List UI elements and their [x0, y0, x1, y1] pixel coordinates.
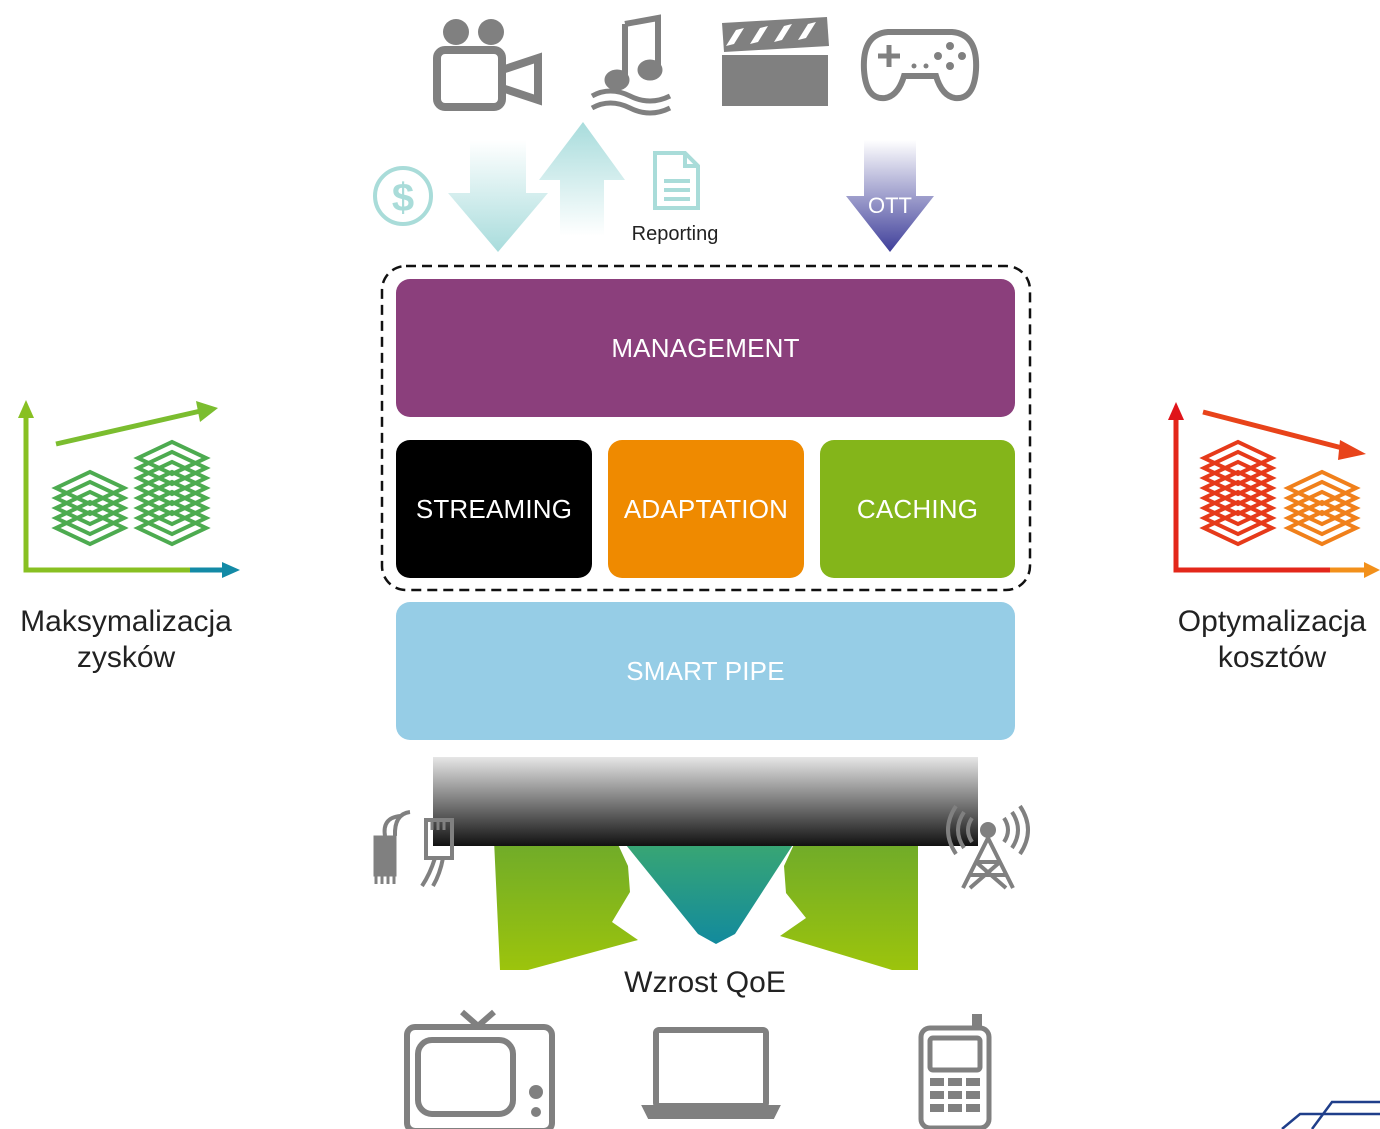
download-arrow	[448, 140, 548, 252]
smart-pipe-label: SMART PIPE	[626, 655, 785, 686]
corner-logo	[1281, 1100, 1380, 1129]
streaming-block: STREAMING	[396, 440, 592, 578]
dollar-circle-icon: $	[373, 166, 433, 226]
smart-pipe-layer: SMART PIPE	[396, 602, 1015, 740]
qoe-label: Wzrost QoE	[624, 966, 786, 999]
left-caption: Maksymalizacja zysków	[0, 604, 252, 676]
qoe-left-wing	[494, 840, 638, 970]
adaptation-block: ADAPTATION	[608, 440, 804, 578]
caching-label: CACHING	[856, 493, 979, 524]
right-caption-line1: Optymalizacja	[1177, 605, 1367, 638]
management-label: MANAGEMENT	[611, 332, 800, 363]
laptop-icon	[641, 1027, 781, 1119]
radio-tower-icon	[946, 804, 1030, 890]
right-caption-line2: kosztów	[1217, 641, 1327, 674]
streaming-label: STREAMING	[415, 493, 573, 524]
cost-chart-icon	[1168, 402, 1380, 578]
right-caption: Optymalizacja kosztów	[1164, 604, 1380, 676]
music-note-icon	[590, 14, 672, 116]
document-icon	[653, 151, 700, 210]
clapperboard-icon	[722, 17, 829, 106]
video-camera-icon	[433, 19, 542, 111]
service-layer-boundary	[380, 264, 1032, 592]
left-caption-line1: Maksymalizacja	[20, 605, 232, 638]
dsl-plug-icon	[373, 810, 454, 888]
revenue-chart-icon	[18, 400, 240, 578]
qoe-right-wing	[780, 840, 918, 970]
reporting-label: Reporting	[631, 223, 719, 245]
gamepad-icon	[860, 29, 980, 102]
mobile-phone-icon	[918, 1014, 992, 1129]
management-layer: MANAGEMENT	[396, 279, 1015, 417]
ott-label: OTT	[868, 193, 912, 218]
access-network-pipe	[433, 757, 978, 846]
svg-text:$: $	[392, 176, 414, 220]
qoe-center-funnel	[622, 840, 796, 944]
upload-arrow	[539, 122, 625, 236]
ott-arrow	[846, 140, 934, 252]
caching-block: CACHING	[820, 440, 1015, 578]
left-caption-line2: zysków	[76, 641, 176, 674]
adaptation-label: ADAPTATION	[623, 493, 789, 524]
tv-icon	[404, 1009, 555, 1129]
